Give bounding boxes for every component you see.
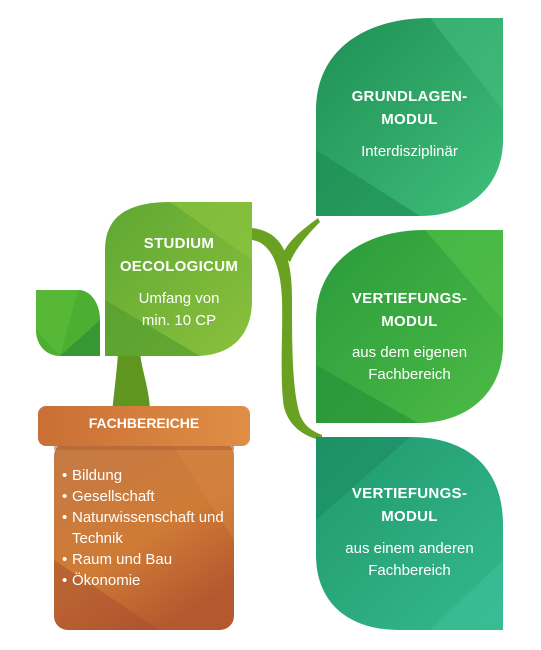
bottom-module-subtitle: aus einem anderen Fachbereich [316,538,503,582]
study-subtitle-line2: min. 10 CP [141,312,217,329]
middle-module-heading: VERTIEFUNGS- MODUL [316,287,503,333]
list-item: Naturwissenschaft und Technik [62,507,242,549]
department-list: Bildung Gesellschaft Naturwissenschaft u… [62,465,242,591]
top-module-subtitle-line1: Interdisziplinär [361,143,458,160]
bottom-module-subtitle-line2: Fachbereich [368,562,451,579]
list-item: Bildung [62,465,242,486]
study-leaf [105,202,252,356]
middle-module-subtitle-line2: Fachbereich [368,366,451,383]
list-item: Ökonomie [62,570,242,591]
middle-module-subtitle: aus dem eigenen Fachbereich [316,342,503,386]
middle-module-heading-line1: VERTIEFUNGS- [351,290,468,307]
middle-module-subtitle-line1: aus dem eigenen [351,344,468,361]
top-module-heading-line1: GRUNDLAGEN- [351,88,468,105]
bottom-module-leaf [316,437,503,630]
top-module-heading-line2: MODUL [381,111,438,128]
study-subtitle: Umfang von min. 10 CP [108,288,250,332]
study-heading-line2: OECOLOGICUM [119,258,239,275]
bottom-module-heading-line1: VERTIEFUNGS- [351,485,468,502]
middle-module-heading-line2: MODUL [381,313,438,330]
top-module-heading: GRUNDLAGEN- MODUL [316,85,503,131]
list-item: Raum und Bau [62,549,242,570]
top-module-subtitle: Interdisziplinär [316,141,503,163]
bottom-module-heading: VERTIEFUNGS- MODUL [316,482,503,528]
bottom-module-subtitle-line1: aus einem anderen [345,540,474,557]
study-subtitle-line1: Umfang von [138,290,220,307]
study-heading: STUDIUM OECOLOGICUM [108,232,250,278]
bottom-module-heading-line2: MODUL [381,508,438,525]
list-item: Gesellschaft [62,486,242,507]
middle-module-leaf [316,230,503,423]
top-module-leaf [316,18,503,216]
study-heading-line1: STUDIUM [143,235,215,252]
stem [112,218,322,440]
pot-heading: FACHBEREICHE [88,415,200,431]
small-leaf [36,290,100,356]
